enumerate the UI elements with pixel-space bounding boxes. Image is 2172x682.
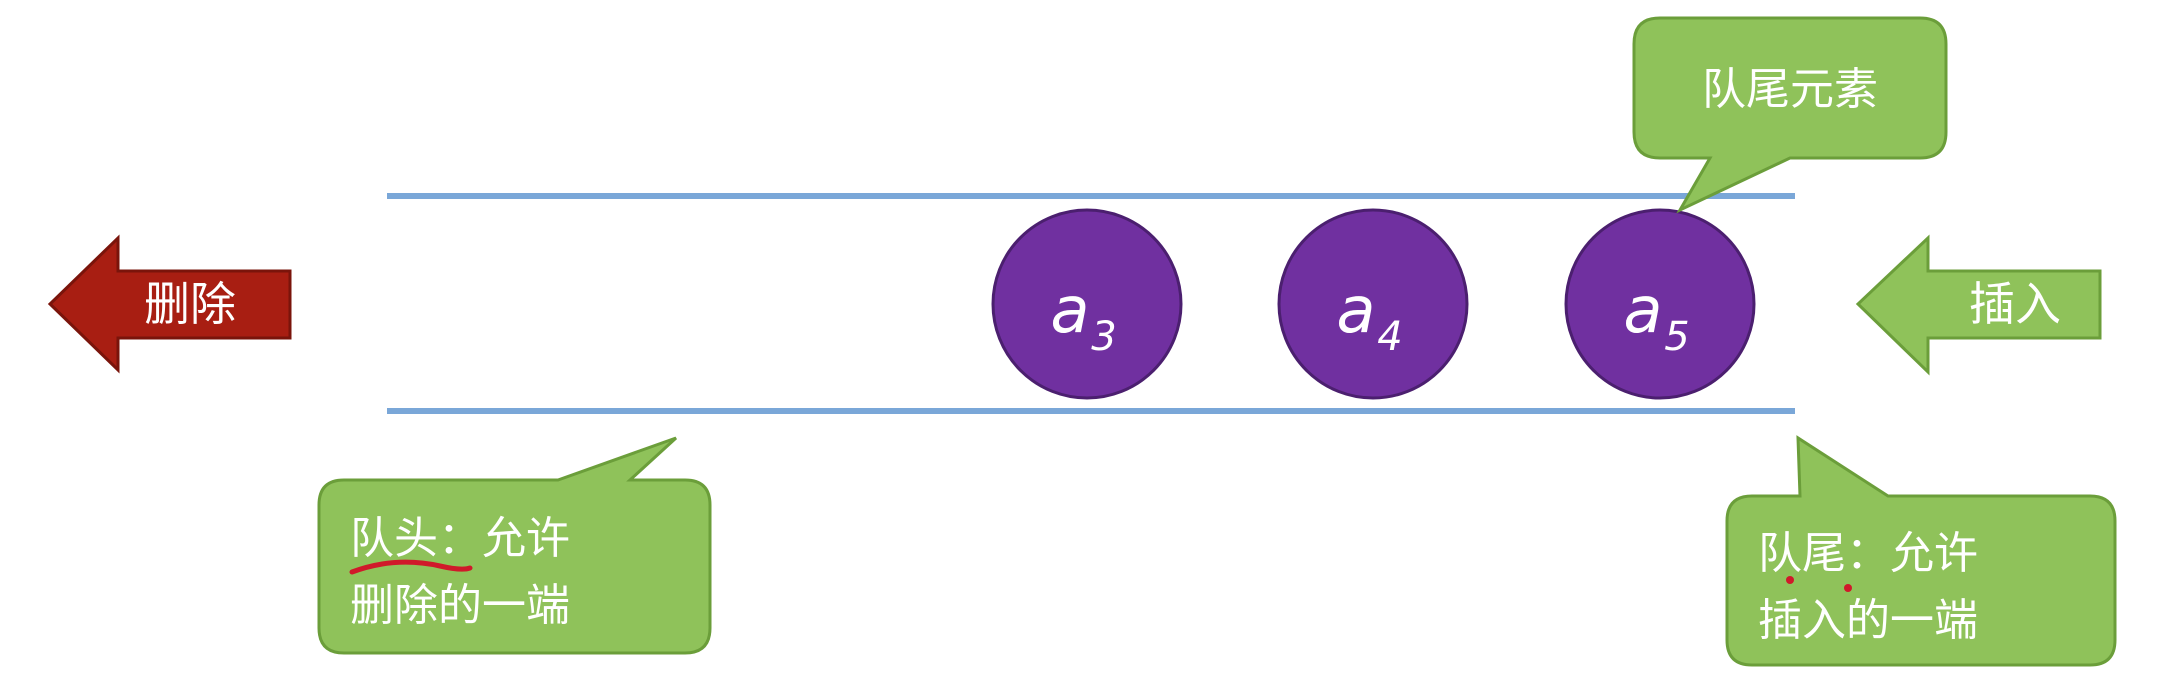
callout-queue-rear: 队尾：允许 插入的一端 — [1725, 435, 2117, 667]
callout-line-2: 删除的一端 — [350, 580, 570, 631]
insert-arrow: 插入 — [1855, 234, 2102, 376]
node-circle — [1564, 208, 1756, 400]
delete-arrow-shape — [47, 234, 292, 374]
handwritten-underline — [349, 559, 473, 575]
queue-node-a3: a 3 — [991, 208, 1183, 400]
callout-line-2: 插入的一端 — [1758, 595, 1978, 646]
node-circle — [1277, 208, 1469, 400]
callout-shape — [1632, 16, 1948, 214]
node-letter: a — [1336, 274, 1375, 348]
node-subscript: 5 — [1664, 314, 1689, 360]
callout-shape — [1725, 435, 2117, 667]
callout-line-1: 队头：允许 — [350, 513, 570, 564]
delete-arrow: 删除 — [47, 234, 292, 374]
node-subscript: 3 — [1091, 314, 1116, 360]
callout-line-1: 队尾：允许 — [1758, 528, 1978, 579]
queue-node-a4: a 4 — [1277, 208, 1469, 400]
insert-arrow-label: 插入 — [1969, 277, 2061, 331]
callout-tail-element: 队尾元素 — [1632, 16, 1948, 214]
node-subscript: 4 — [1377, 314, 1402, 360]
node-circle — [991, 208, 1183, 400]
handwritten-dot — [1786, 576, 1794, 584]
insert-arrow-shape — [1855, 234, 2102, 376]
queue-node-a5: a 5 — [1564, 208, 1756, 400]
handwritten-dot — [1844, 584, 1852, 592]
callout-text: 队尾元素 — [1702, 64, 1878, 115]
node-letter: a — [1050, 274, 1089, 348]
callout-queue-front: 队头：允许 删除的一端 — [317, 436, 712, 655]
node-letter: a — [1623, 274, 1662, 348]
delete-arrow-label: 删除 — [144, 277, 236, 331]
callout-shape — [317, 436, 712, 655]
